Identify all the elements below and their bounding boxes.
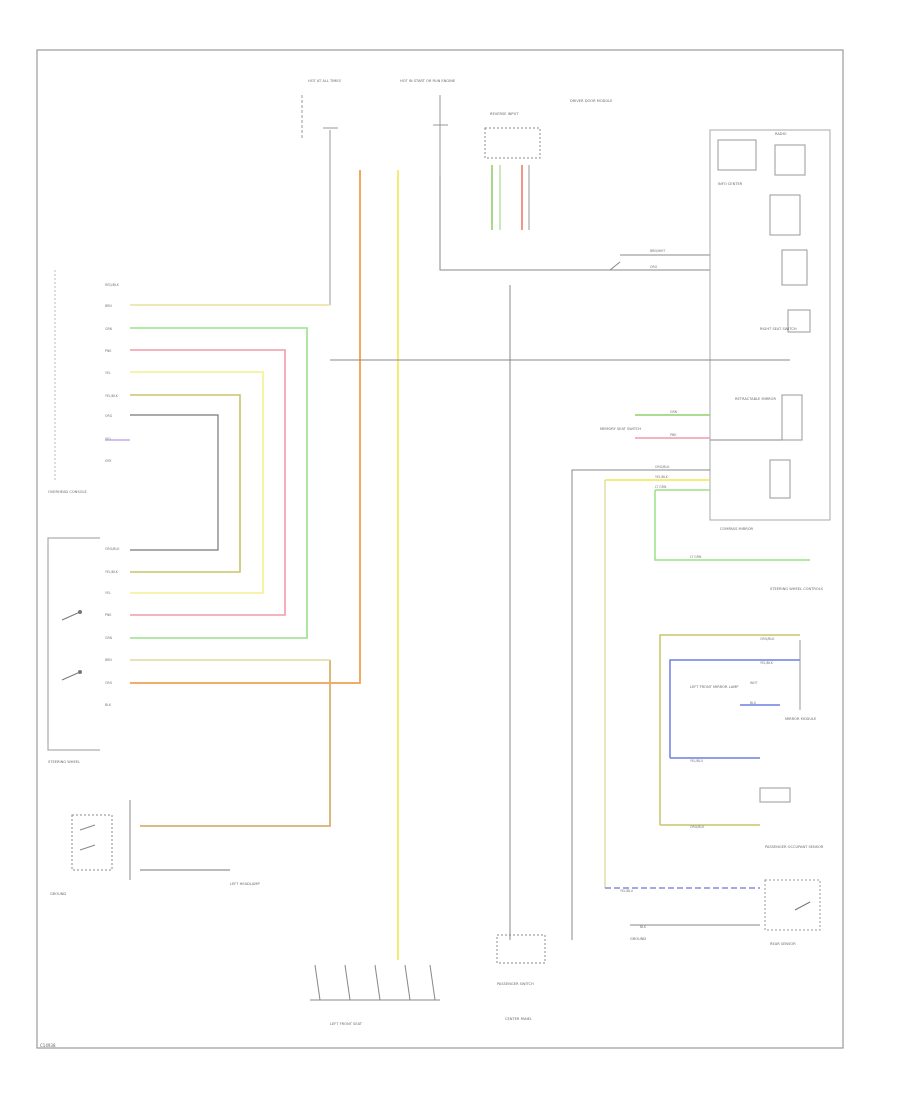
lh-lamp-label: LEFT HEADLAMP [230,882,260,886]
svg-text:YEL: YEL [105,591,111,595]
dimmer-right-label: STEERING WHEEL [48,760,80,764]
svg-text:BLK: BLK [105,703,112,707]
right-module-parts [717,139,811,499]
right-module-frame [709,129,831,521]
svg-text:BRN: BRN [105,658,112,662]
info-label: INFO CENTER [718,182,743,186]
fuse-right-label: HOT IN START OR RUN ENGINE [400,79,456,83]
ret-mirror-label: RETRACTABLE MIRROR [735,397,776,401]
mirror-module-label: MIRROR MODULE [785,717,817,721]
left-seat-label: LEFT FRONT SEAT [330,1022,363,1026]
svg-text:BRN/WHT: BRN/WHT [650,249,665,253]
mem-seat-label: MEMORY SEAT SWITCH [600,427,641,431]
sw-controls-label: STEERING WHEEL CONTROLS [770,587,824,591]
center-panel-label: CENTER PANEL [505,1017,532,1021]
compass-label: COMPASS MIRROR [720,527,754,531]
lower-right-wire-labels: ORG/BLK YEL/BLK WHT BLU YEL/BLU ORG/BLK … [620,637,775,929]
svg-text:ORG/BLK: ORG/BLK [655,465,670,469]
left-wire-labels: RED/BLK BRN GRN PNK YEL YEL/BLK ORG VIO … [105,283,120,463]
right-wires [571,359,810,940]
wire-tan [140,660,331,827]
passenger-sensor-label: PASSENGER OCCUPANT SENSOR [765,845,824,849]
reverse-input-block [484,127,541,230]
svg-text:GRN: GRN [105,636,113,640]
svg-text:YEL/BLK: YEL/BLK [655,475,669,479]
svg-text:ORG/BLK: ORG/BLK [690,825,705,829]
svg-text:ORG/BLK: ORG/BLK [105,547,120,551]
svg-text:GRN: GRN [670,410,678,414]
wire-green [130,327,308,639]
svg-text:ORG: ORG [650,265,658,269]
svg-text:YEL/BLK: YEL/BLK [105,394,119,398]
svg-text:BLK: BLK [640,925,647,929]
svg-text:WHT: WHT [750,681,758,685]
right-wire-labels: BRN/WHT ORG GRN PNK ORG/BLK YEL/BLK LT G… [650,249,702,559]
diagram-frame [36,49,844,1049]
wire-gray [130,414,219,551]
fuse-left-label: HOT AT ALL TIMES [308,79,342,83]
dimmer-left-label: OVERHEAD CONSOLE [48,490,87,494]
ground-br-label: GROUND [630,937,646,941]
steering-switch [71,800,230,880]
svg-text:YEL/BLK: YEL/BLK [105,570,119,574]
svg-text:RED/BLK: RED/BLK [105,283,120,287]
svg-text:LT GRN: LT GRN [690,555,702,559]
wire-orange [130,170,361,684]
pass-switch-label: PASSENGER SWITCH [497,982,534,986]
lower-right-module [604,480,821,931]
right-seat-label: RIGHT SEAT SWITCH [760,327,797,331]
svg-text:PNK: PNK [105,613,112,617]
switch-contacts [61,610,82,681]
svg-text:VIO: VIO [105,437,111,441]
svg-text:ORG: ORG [105,414,113,418]
figure-id: C14938 [40,1043,56,1048]
svg-text:YEL/BLU: YEL/BLU [690,759,704,763]
driver-module-label: DRIVER DOOR MODULE [570,99,613,103]
svg-text:YEL/BLU: YEL/BLU [620,889,634,893]
svg-text:GRY: GRY [105,459,111,463]
switch-bracket [47,537,100,751]
svg-text:LT GRN: LT GRN [655,485,667,489]
svg-text:ORG: ORG [105,681,113,685]
lower-left-labels: ORG/BLK YEL/BLK YEL PNK GRN BRN ORG BLK [105,547,120,707]
svg-text:ORG/BLK: ORG/BLK [760,637,775,641]
reverse-input-label: REVERSE INPUT [490,112,519,116]
svg-text:YEL/BLK: YEL/BLK [760,661,774,665]
svg-text:PNK: PNK [670,433,677,437]
rear-sensor-label: REAR SENSOR [770,942,796,946]
radio-label: RADIO [775,132,787,136]
bottom-center-switches [310,934,546,1001]
svg-text:YEL: YEL [105,371,111,375]
svg-text:PNK: PNK [105,349,112,353]
bus-top [439,175,710,271]
top-fuse-area [301,95,448,305]
svg-text:BRN: BRN [105,304,112,308]
wire-olive [130,394,241,573]
svg-text:GRN: GRN [105,327,113,331]
lf-lamp-label: LEFT FRONT MIRROR LAMP [690,685,739,689]
svg-text:BLU: BLU [750,701,757,705]
bus-top-junction [609,261,621,271]
wire-lightyellow [130,371,264,594]
wire-pink [130,349,286,616]
ground-bl-label: GROUND [50,892,66,896]
